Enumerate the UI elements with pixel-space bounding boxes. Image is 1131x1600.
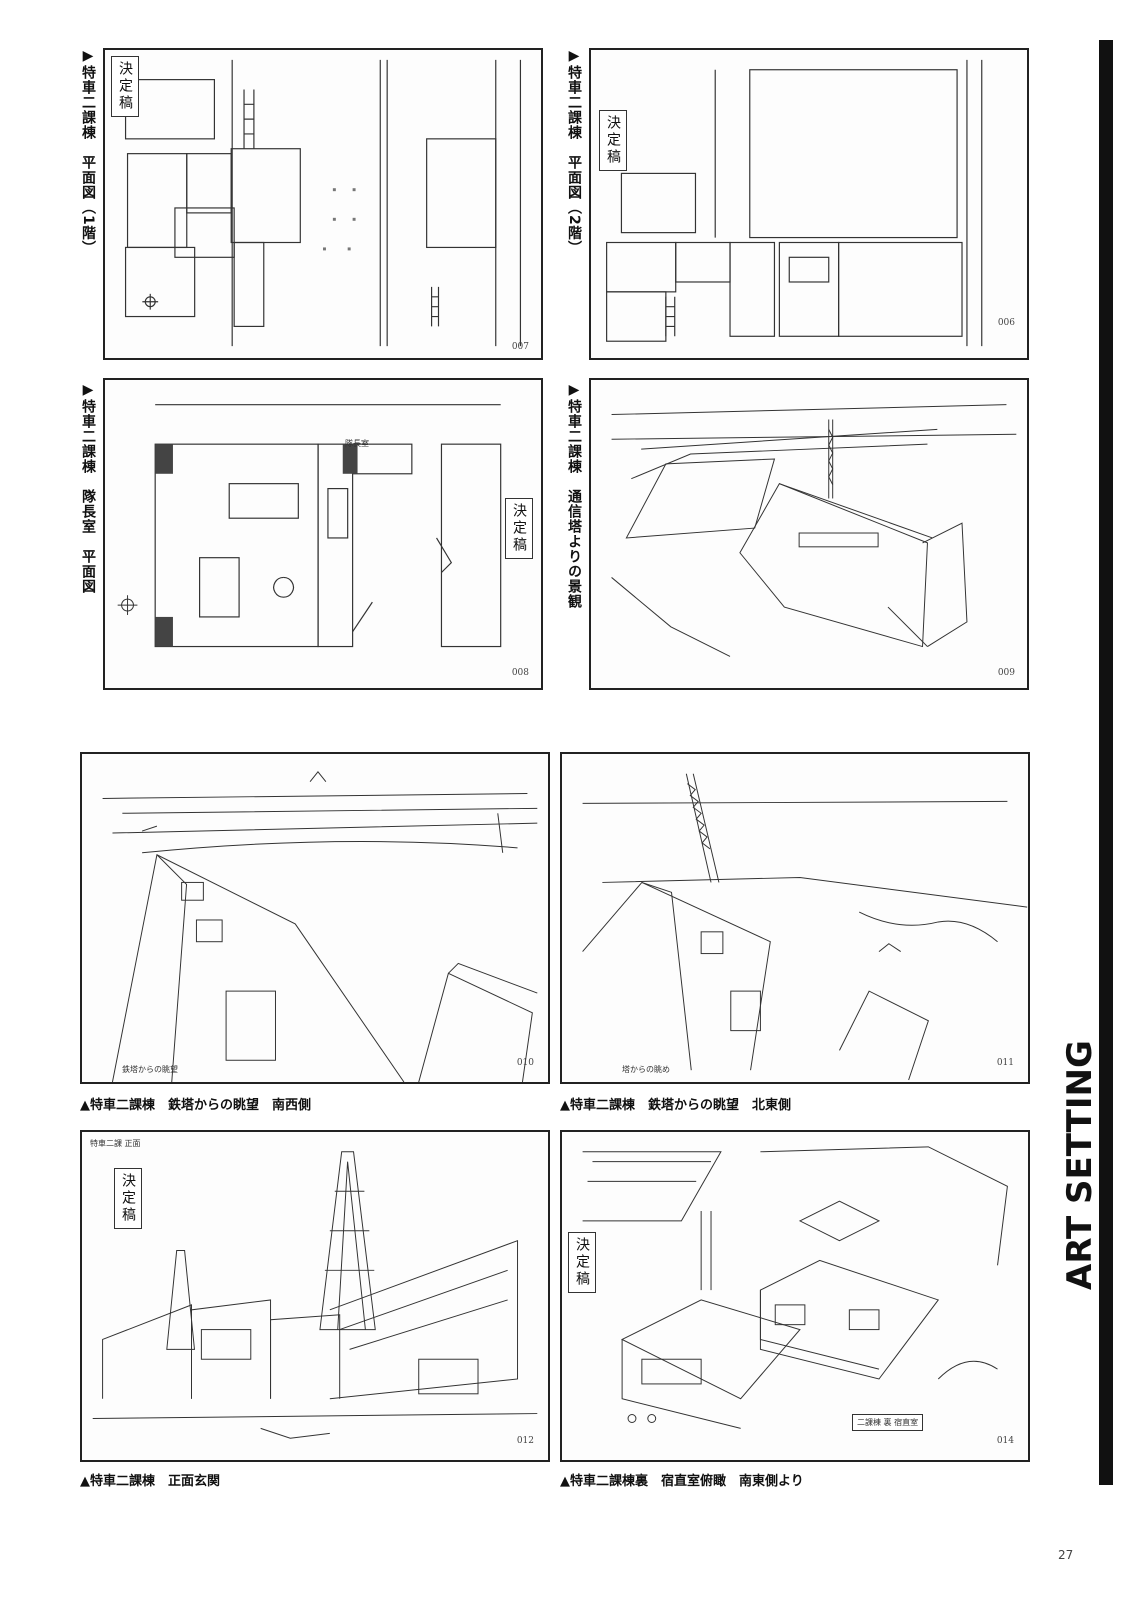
page-number: 27 bbox=[1058, 1548, 1074, 1562]
stamp-final: 決定稿 bbox=[114, 1168, 142, 1229]
number-008: 008 bbox=[511, 668, 529, 678]
panel-southwest-view: 鉄塔からの眺望 010 bbox=[80, 752, 550, 1084]
label-floor1: ▶特車二課棟 平面図（1階） bbox=[80, 48, 96, 256]
label-tower-view: ▶特車二課棟 通信塔よりの景観 bbox=[566, 382, 582, 609]
number-011: 011 bbox=[996, 1058, 1014, 1068]
art-setting-title: ART SETTING bbox=[1060, 1040, 1100, 1290]
stamp-final: 決定稿 bbox=[599, 110, 627, 171]
note-captain-room: 隊長室 bbox=[345, 439, 369, 448]
panel-floor-plan-2f: 決定稿 006 bbox=[589, 48, 1029, 360]
caption-front: ▲特車二課棟 正面玄関 bbox=[80, 1474, 220, 1489]
caption-southwest: ▲特車二課棟 鉄塔からの眺望 南西側 bbox=[80, 1098, 311, 1113]
panel-northeast-view: 塔からの眺め 011 bbox=[560, 752, 1030, 1084]
label-floor2: ▶特車二課棟 平面図（2階） bbox=[566, 48, 582, 256]
panel-duty-room-overhead: 決定稿 二課棟 裏 宿直室 014 bbox=[560, 1130, 1030, 1462]
northeast-view-drawing bbox=[582, 773, 1028, 1081]
stamp-final: 決定稿 bbox=[111, 56, 139, 117]
stamp-final: 決定稿 bbox=[568, 1232, 596, 1293]
note-tower-view-2: 塔からの眺め bbox=[622, 1065, 670, 1074]
note-tower-view: 鉄塔からの眺望 bbox=[122, 1065, 178, 1074]
floor-plan-2f-drawing bbox=[606, 59, 983, 347]
number-006: 006 bbox=[997, 318, 1015, 328]
captain-room-drawing bbox=[117, 404, 502, 648]
number-010: 010 bbox=[516, 1058, 534, 1068]
tower-view-drawing bbox=[611, 404, 1017, 657]
front-entrance-drawing bbox=[92, 1151, 538, 1439]
caption-northeast: ▲特車二課棟 鉄塔からの眺望 北東側 bbox=[560, 1098, 791, 1113]
caption-duty-room: ▲特車二課棟裏 宿直室俯瞰 南東側より bbox=[560, 1474, 804, 1489]
number-012: 012 bbox=[516, 1436, 534, 1446]
panel-floor-plan-1f: 決定稿 007 bbox=[103, 48, 543, 360]
number-014: 014 bbox=[996, 1436, 1014, 1446]
southwest-view-drawing bbox=[102, 770, 538, 1082]
label-captain-room: ▶特車二課棟 隊長室 平面図 bbox=[80, 382, 96, 594]
side-bar bbox=[1099, 40, 1113, 1485]
stamp-final: 決定稿 bbox=[505, 498, 533, 559]
duty-room-drawing bbox=[582, 1146, 1008, 1429]
note-front: 特車二課 正面 bbox=[90, 1139, 141, 1148]
panel-front-entrance: 特車二課 正面 決定稿 012 bbox=[80, 1130, 550, 1462]
note-duty-room: 二課棟 裏 宿直室 bbox=[852, 1414, 924, 1431]
number-009: 009 bbox=[997, 668, 1015, 678]
panel-tower-view: 009 bbox=[589, 378, 1029, 690]
floor-plan-1f-drawing bbox=[124, 59, 522, 347]
panel-captain-room-plan: 隊長室 決定稿 008 bbox=[103, 378, 543, 690]
number-007: 007 bbox=[511, 342, 529, 352]
